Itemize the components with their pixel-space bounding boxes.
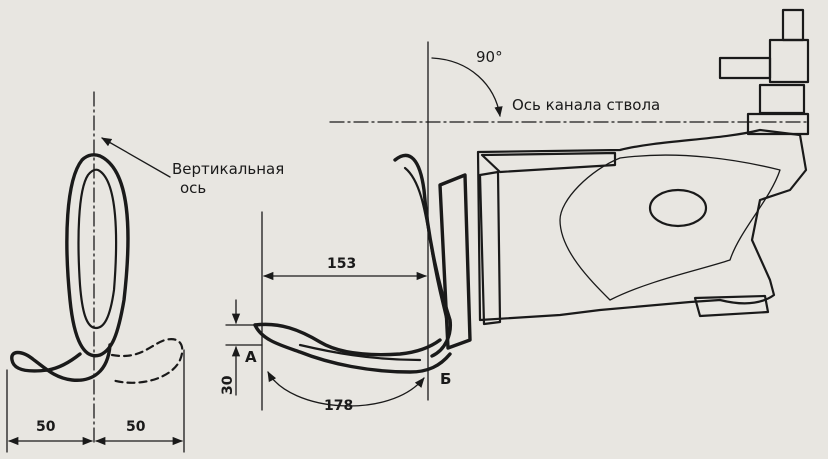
palm-shelf-bottom [253, 323, 452, 374]
thumb-rest-mirror [110, 338, 184, 384]
bore-axis-label: Ось канала ствола [512, 96, 660, 114]
point-a-label: А [245, 348, 257, 366]
angle-label: 90° [476, 48, 503, 66]
palm-shelf-top [253, 322, 442, 357]
grip-section-outline [65, 153, 130, 358]
grip-inner-plate [478, 170, 502, 326]
reach-value: 153 [327, 256, 356, 272]
thumb-rest-left [10, 343, 112, 382]
point-b-label: Б [440, 370, 451, 388]
vertical-axis-label-line2: ось [180, 179, 206, 197]
receiver-shading [559, 154, 781, 301]
grip-section-core [77, 168, 118, 330]
arc-length-dimension [267, 371, 425, 407]
grip-back-shading [403, 166, 448, 320]
palm-shelf-shading [298, 343, 422, 362]
vertical-axis-label-line1: Вертикальная [172, 160, 284, 178]
lower-block [693, 294, 770, 318]
arc-length-value: 178 [324, 398, 353, 414]
top-rail [480, 151, 617, 174]
right-angle-arc [431, 57, 503, 118]
sight-base [746, 112, 810, 136]
cross-section-view: Вертикальная ось 50 50 [6, 91, 284, 453]
left-offset-value: 50 [36, 419, 56, 435]
side-view: Ось канала ствола 90° 153 [220, 8, 811, 414]
grip-front-plate [438, 173, 472, 350]
receiver-body [476, 128, 808, 322]
sight-knurled-knob [718, 56, 772, 80]
vertical-axis-leader [101, 137, 171, 178]
rear-sight-post [781, 8, 805, 42]
right-offset-value: 50 [126, 419, 146, 435]
rear-sight-body [768, 38, 810, 84]
sight-lower-body [758, 83, 806, 115]
drop-value: 30 [220, 375, 236, 395]
receiver-oval-cutout [648, 188, 708, 228]
